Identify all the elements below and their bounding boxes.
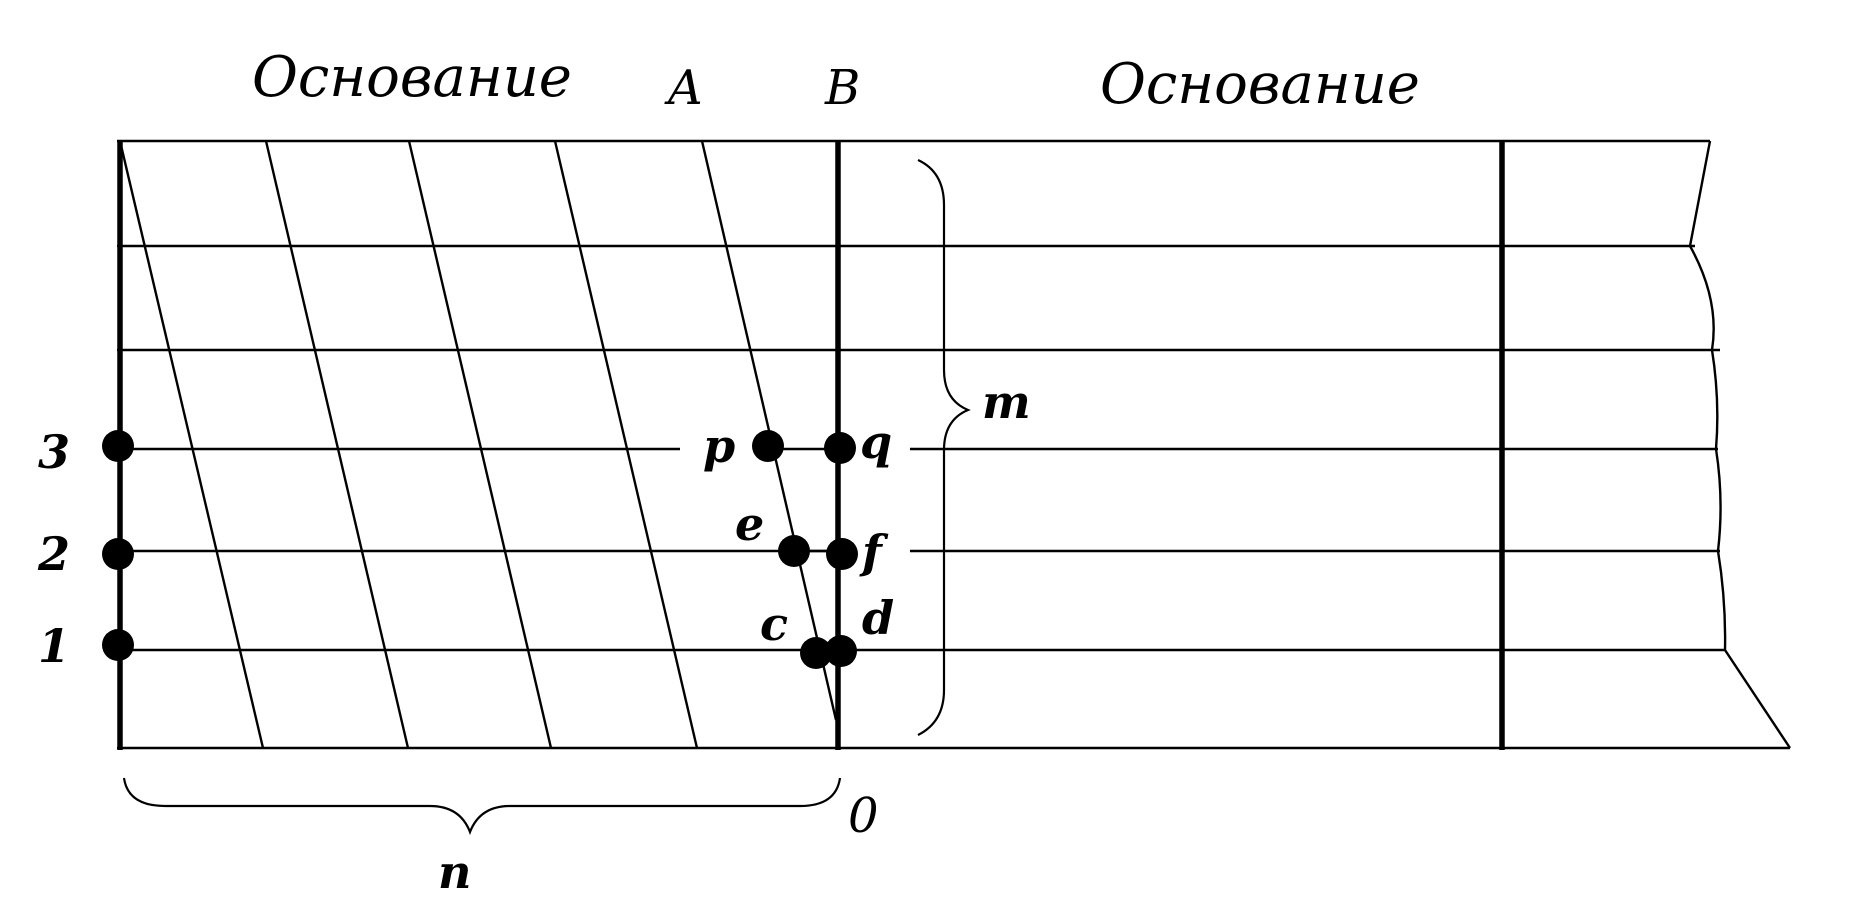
dot-f [826, 538, 858, 570]
marker-dots [102, 430, 858, 669]
dot-c [800, 637, 832, 669]
slanted-line [264, 140, 410, 749]
dot-3 [102, 430, 134, 462]
column-label-a: A [664, 60, 703, 116]
left-title: Основание [252, 45, 572, 110]
dot-1 [102, 629, 134, 661]
brace-n [122, 777, 842, 836]
slanted-line [118, 140, 265, 749]
dot-2 [102, 538, 134, 570]
label-e: e [735, 497, 764, 551]
right-title: Основание [1100, 52, 1420, 117]
label-1: 1 [38, 619, 70, 673]
dot-e [778, 535, 810, 567]
label-q: q [860, 415, 892, 469]
slanted-line [407, 140, 553, 749]
dot-p [752, 430, 784, 462]
label-zero: 0 [848, 788, 879, 844]
label-2: 2 [37, 527, 70, 581]
torn-edge [1688, 140, 1792, 749]
brace-m [917, 159, 971, 736]
right-threads [835, 244, 1725, 652]
label-3: 3 [38, 425, 70, 479]
slanted-line [553, 140, 699, 749]
label-m: m [982, 375, 1031, 429]
label-d: d [862, 591, 894, 645]
column-label-b: B [824, 60, 860, 116]
label-n: n [438, 845, 471, 899]
dot-d [825, 635, 857, 667]
left-threads [117, 244, 835, 652]
dot-q [824, 432, 856, 464]
label-f: f [859, 525, 889, 579]
label-c: c [760, 597, 788, 651]
label-p: p [703, 419, 735, 473]
